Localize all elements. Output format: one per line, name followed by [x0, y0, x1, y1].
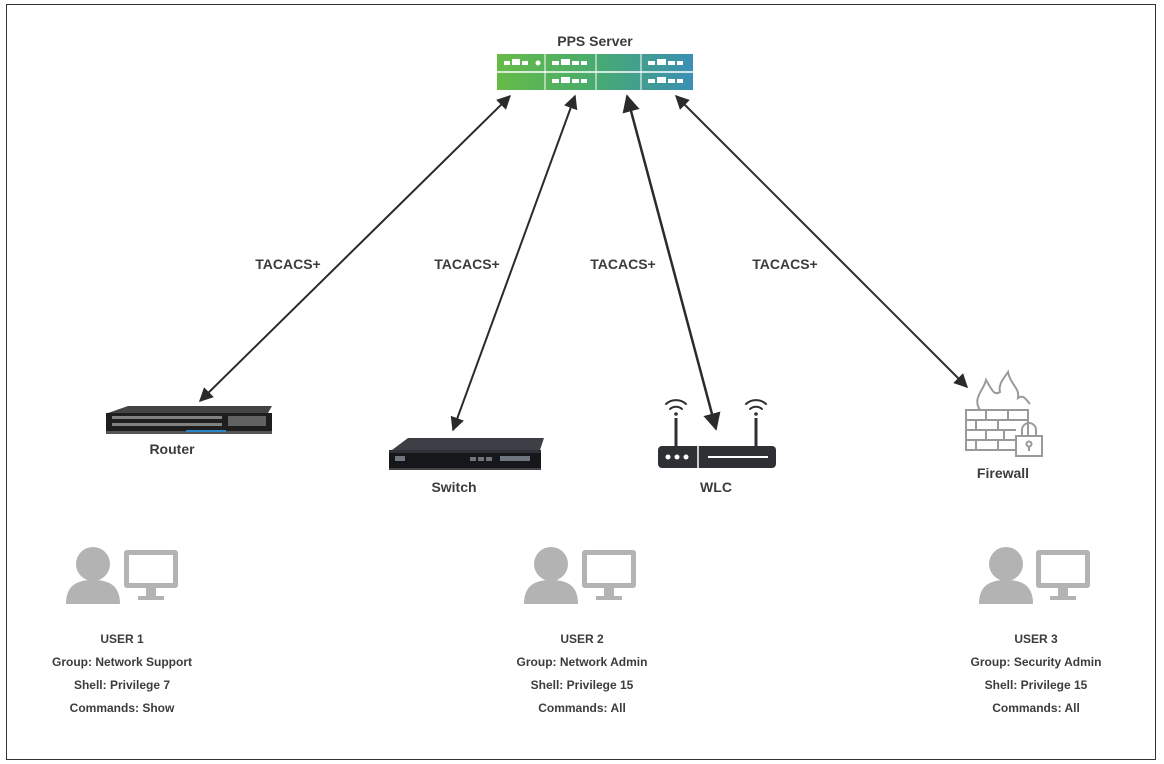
user-3-commands: Commands: All [992, 701, 1080, 715]
user-2-commands: Commands: All [538, 701, 626, 715]
switch-label: Switch [431, 479, 477, 495]
user-1-group: Group: Network Support [52, 655, 192, 669]
link-router [199, 95, 511, 402]
link-firewall [675, 95, 968, 388]
switch-icon [389, 438, 544, 470]
wlc-icon [658, 399, 776, 468]
user-2-details: USER 2 Group: Network Admin Shell: Privi… [517, 628, 648, 720]
user-1-details: USER 1 Group: Network Support Shell: Pri… [52, 628, 192, 720]
server-icon [497, 54, 693, 90]
user-3-group: Group: Security Admin [970, 655, 1102, 669]
user-3-shell: Shell: Privilege 15 [984, 678, 1088, 692]
user-2-title: USER 2 [560, 632, 604, 646]
user-1-shell: Shell: Privilege 7 [73, 678, 171, 692]
user-1-icon [66, 547, 178, 604]
user-1-title: USER 1 [100, 632, 144, 646]
user-2-group: Group: Network Admin [516, 655, 648, 669]
router-label: Router [149, 441, 195, 457]
user-1-commands: Commands: Show [69, 701, 175, 715]
router-icon [106, 406, 272, 434]
link-switch [450, 94, 578, 432]
server-label: PPS Server [557, 33, 633, 49]
link-wlc-label: TACACS+ [590, 256, 656, 272]
firewall-label: Firewall [976, 465, 1030, 481]
user-3-title: USER 3 [1014, 632, 1058, 646]
user-2-shell: Shell: Privilege 15 [530, 678, 634, 692]
link-router-label: TACACS+ [255, 256, 321, 272]
link-firewall-label: TACACS+ [752, 256, 818, 272]
diagram-frame [6, 4, 1156, 760]
user-2-icon [524, 547, 636, 604]
link-switch-label: TACACS+ [434, 256, 500, 272]
user-3-icon [979, 547, 1090, 604]
user-3-details: USER 3 Group: Security Admin Shell: Priv… [971, 628, 1102, 720]
wlc-label: WLC [700, 479, 732, 495]
firewall-icon [965, 369, 1043, 457]
